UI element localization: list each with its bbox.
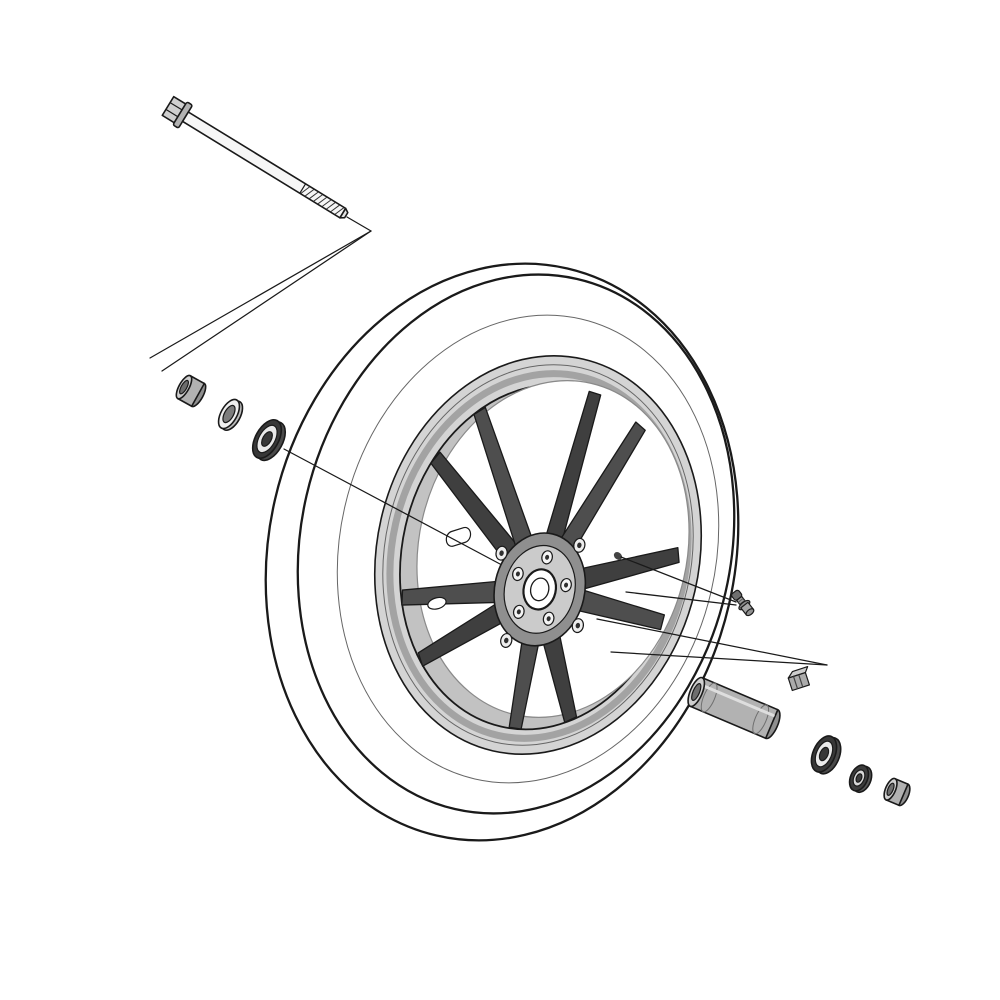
hub-bolt-hole-center: [516, 609, 521, 615]
thread-start-line: [299, 183, 307, 194]
collar-right-bore: [886, 782, 895, 796]
face-slot-opening: [445, 526, 471, 548]
leader-lines: [149, 216, 828, 666]
tire-sidewall-contour: [336, 314, 720, 784]
face-boss-hole: [504, 637, 509, 644]
seal-left-bore: [222, 404, 236, 424]
hub-bolt-holes: [503, 544, 578, 628]
axle-bolt: [161, 95, 349, 219]
hub-detail-bosses: [476, 521, 603, 664]
bolt-threads: [300, 186, 344, 215]
leader-valve-lower: [625, 591, 737, 606]
collar-left: [175, 374, 207, 408]
face-oval-opening: [428, 596, 447, 611]
leader-bolt-lower: [161, 230, 372, 372]
spacer-bore: [691, 683, 702, 701]
bearing-right: [810, 735, 842, 775]
spacer-ring-groove: [700, 682, 718, 713]
bolt-head-facet: [169, 102, 183, 111]
hub-bolt-hole-center: [545, 554, 550, 560]
leader-left-parts: [283, 448, 501, 565]
seal-right-bore: [855, 773, 863, 783]
spacer-ring-groove: [752, 704, 770, 735]
front-wheel: [264, 262, 740, 842]
axle-bore-inner: [528, 576, 551, 602]
hub-bolt-hole-center: [515, 571, 520, 577]
rim-groove-band: [386, 370, 692, 742]
hub-bolt-hole-center: [564, 582, 569, 588]
seal-right: [848, 764, 873, 794]
leader-valve-upper: [620, 556, 737, 603]
collar-right: [883, 777, 911, 807]
bearing-left-bore: [261, 431, 273, 447]
bolt-head-facet: [165, 108, 179, 118]
face-boss-hole: [577, 542, 582, 549]
hub-bolt-hole-center: [546, 616, 551, 622]
face-boss-hole: [499, 550, 504, 556]
valve-base: [745, 608, 755, 617]
bearing-left: [251, 419, 287, 462]
leader-bolt-upper: [149, 230, 372, 359]
bolt-tip: [339, 207, 349, 219]
leader-right-upper: [596, 618, 828, 666]
valve-stem: [731, 589, 755, 617]
wheel-face: [377, 360, 712, 756]
valve-hole: [613, 552, 623, 560]
collar-left-bore: [179, 379, 189, 395]
center-spacer-sleeve: [687, 676, 781, 740]
leader-right-lower: [610, 651, 828, 666]
spacer-highlight: [700, 683, 775, 717]
bearing-right-bore: [818, 746, 830, 762]
spokes: [377, 360, 712, 756]
retaining-clip: [787, 665, 811, 692]
leader-bolt-tip: [346, 216, 372, 232]
face-boss-hole: [575, 622, 581, 629]
rim-bead-line: [382, 364, 694, 746]
seal-left: [217, 398, 244, 432]
